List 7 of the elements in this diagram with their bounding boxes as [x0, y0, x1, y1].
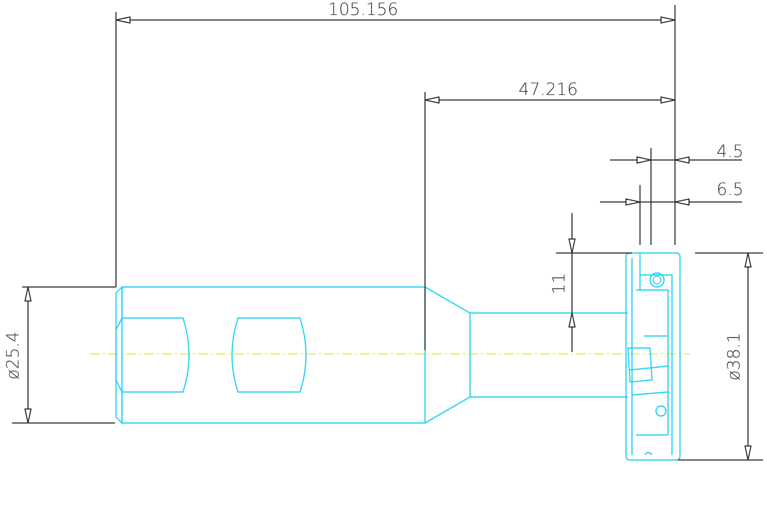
- dimension-label: 105.156: [328, 2, 398, 19]
- dimension-label: 6.5: [716, 182, 744, 199]
- dimension-label: ø25.4: [6, 330, 23, 380]
- dimension-label: 4.5: [716, 144, 744, 161]
- dimension-label: 11: [551, 272, 568, 294]
- dimension-label: ø38.1: [726, 332, 744, 380]
- dimension-label: 47.216: [518, 82, 578, 99]
